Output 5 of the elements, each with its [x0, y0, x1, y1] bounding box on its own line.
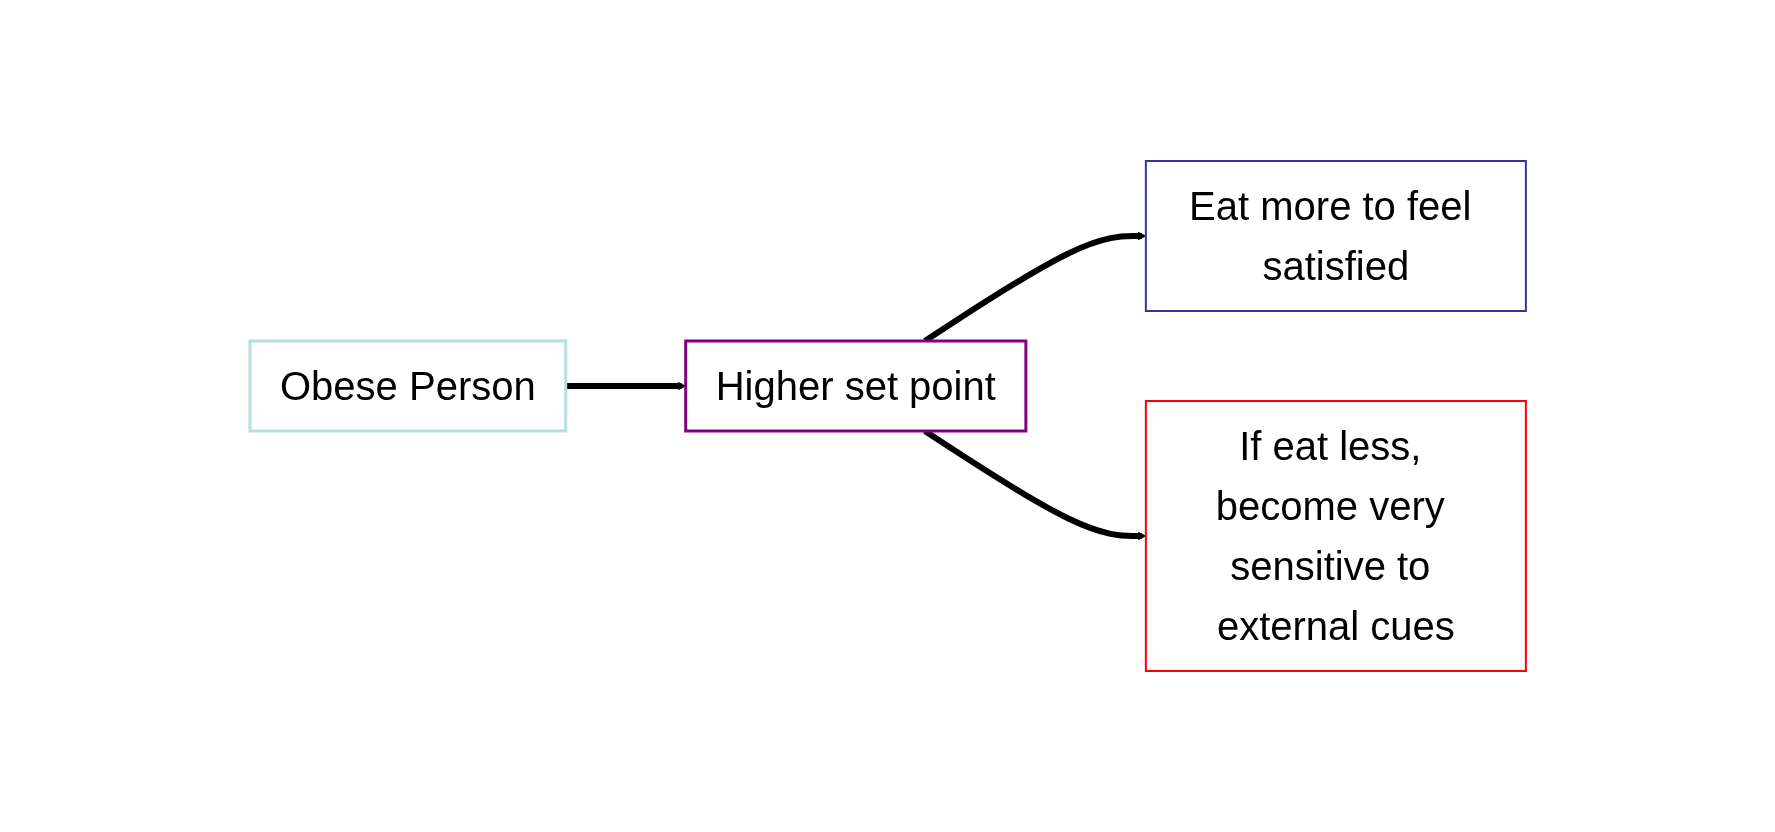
- node-box: If eat less, become very sensitive to external cues: [1144, 400, 1527, 672]
- node-box: Obese Person: [248, 339, 567, 433]
- node-box: Higher set point: [683, 339, 1027, 433]
- node-box: Eat more to feel satisfied: [1144, 160, 1527, 312]
- arrow: [565, 381, 686, 391]
